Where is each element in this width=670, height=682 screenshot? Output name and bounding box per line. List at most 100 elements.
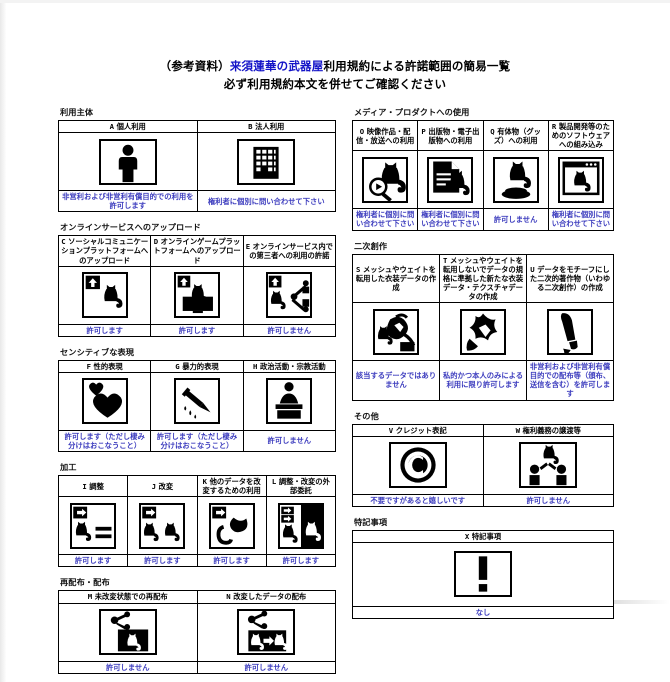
item-icon-cell-Q xyxy=(482,150,549,210)
item-icon-cell-X xyxy=(352,541,614,607)
transfer-people-icon xyxy=(519,442,578,489)
item-label: メッシュやウェイトを転用した衣装データの作成 xyxy=(355,264,437,292)
item-answer-H: 許可しません xyxy=(242,429,337,453)
item-answer-J: 許可します xyxy=(127,554,198,568)
document-title: （参考資料）来須蓮華の武器屋利用規約による許諾範囲の簡易一覧 必ず利用規約本文を… xyxy=(0,58,670,94)
answer-row: なし xyxy=(352,605,614,619)
title-line-1: （参考資料）来須蓮華の武器屋利用規約による許諾範囲の簡易一覧 xyxy=(0,58,670,76)
item-label: 調整・改変の外部委託 xyxy=(278,477,330,496)
item-header-G: G 暴力的表現 xyxy=(150,359,244,373)
item-code: U xyxy=(530,264,535,274)
item-header-P: P 出版物・電子出版物への利用 xyxy=(417,119,484,152)
item-header-N: N 改変したデータの配布 xyxy=(196,590,336,604)
item-header-H: H 政治活動・宗教活動 xyxy=(242,359,337,373)
item-header-T: T メッシュやウェイトを転用しないでデータの規格に準拠した新たな衣装データ・テク… xyxy=(439,253,527,304)
page-top-edge-shading xyxy=(0,0,670,3)
icon-row xyxy=(57,265,337,325)
item-label: メッシュやウェイトを転用しないでデータの規格に準拠した新たな衣装データ・テクスチ… xyxy=(442,255,524,301)
item-header-C: C ソーシャルコミュニケーションプラットフォームへのアップロード xyxy=(57,235,152,267)
item-answer-B: 権利者に個別に問い合わせて下さい xyxy=(196,190,336,213)
item-code: K xyxy=(202,477,208,487)
item-answer-Q: 許可しません xyxy=(482,208,549,231)
title-prefix: （参考資料） xyxy=(159,59,230,73)
item-code: J xyxy=(151,481,156,491)
answer-row: 許可します許可します許可しません xyxy=(57,323,337,337)
item-icon-cell-O xyxy=(351,150,419,210)
knife-blood-icon xyxy=(173,378,220,425)
item-answer-T: 私的かつ本人のみによる利用に限り許可します xyxy=(439,360,527,401)
item-label: 改変 xyxy=(158,481,174,491)
upload-share-cat-icon xyxy=(266,272,313,319)
item-header-A: A 個人利用 xyxy=(58,119,198,134)
item-code: L xyxy=(271,477,277,487)
item-label: オンラインゲームプラットフォームへのアップロード xyxy=(153,237,241,265)
item-answer-F: 許可します（ただし棲み分けはおこなうこと） xyxy=(57,429,152,453)
item-code: G xyxy=(175,361,180,371)
item-label: 改変したデータの配布 xyxy=(233,592,307,602)
share-cat-folder-icon xyxy=(98,609,157,656)
item-answer-G: 許可します（ただし棲み分けはおこなうこと） xyxy=(150,429,244,453)
icon-row xyxy=(352,541,614,607)
item-label: 法人利用 xyxy=(255,122,285,131)
item-label: オンラインサービス内での第三者への利用の許諾 xyxy=(249,241,333,260)
item-header-X: X 特記事項 xyxy=(352,529,614,543)
item-label: 映像作品・配信・放送への利用 xyxy=(355,126,415,145)
item-code: P xyxy=(421,126,426,136)
section-table: I 調整 J 改変 K 他のデータを改変するための利用 L 調整・改変の外部委託許可し… xyxy=(57,475,337,568)
item-header-U: U データをモチーフにした二次的著作物（いわゆる二次創作）の作成 xyxy=(526,253,614,304)
section-heading: 加工 xyxy=(60,462,77,473)
page-bottom-right-edge-shading xyxy=(600,600,670,604)
item-code: I xyxy=(82,481,87,491)
item-icon-cell-T xyxy=(439,302,527,362)
section-table: X 特記事項なし xyxy=(352,529,614,619)
icon-row xyxy=(352,435,614,495)
item-icon-cell-R xyxy=(547,150,615,210)
arrow-cat-equals-icon xyxy=(70,502,117,549)
item-code: O xyxy=(359,126,365,136)
item-answer-P: 権利者に個別に問い合わせて下さい xyxy=(417,208,484,231)
item-header-W: W 権利義務の譲渡等 xyxy=(482,423,614,437)
item-code: Q xyxy=(490,126,495,136)
title-line-2: 必ず利用規約本文を併せてご確認ください xyxy=(223,76,447,91)
brush-icon xyxy=(547,308,593,355)
copyright-icon xyxy=(388,442,447,489)
item-code: E xyxy=(245,241,251,251)
icon-row xyxy=(351,150,615,210)
item-icon-cell-W xyxy=(482,435,614,495)
play-cat-icon xyxy=(362,156,409,203)
item-answer-V: 不要ですがあると嬉しいです xyxy=(352,493,484,507)
item-header-B: B 法人利用 xyxy=(196,119,336,134)
item-label: 他のデータを改変するための利用 xyxy=(202,477,261,496)
item-label: 調整 xyxy=(89,481,104,491)
item-label: 個人利用 xyxy=(116,122,146,131)
section-heading: 利用主体 xyxy=(60,107,94,117)
title-accent: 来須蓮華の武器屋 xyxy=(229,59,324,73)
item-header-M: M 未改変状態での再配布 xyxy=(58,590,198,604)
item-header-D: D オンラインゲームプラットフォームへのアップロード xyxy=(150,235,244,267)
share-cat-arrow-cat-icon xyxy=(237,609,296,656)
upload-monitor-cat-icon xyxy=(173,272,220,319)
item-icon-cell-G xyxy=(150,371,244,431)
item-label: データをモチーフにした二次的著作物（いわゆる二次創作）の作成 xyxy=(529,264,611,292)
item-icon-cell-U xyxy=(526,302,614,362)
item-label: 権利義務の譲渡等 xyxy=(522,425,581,435)
item-code: B xyxy=(248,122,253,131)
section-4: 加工 I 調整 J 改変 K 他のデータを改変するための利用 L 調整・改変の外部委託許… xyxy=(57,461,337,568)
item-header-K: K 他のデータを改変するための利用 xyxy=(196,475,267,498)
item-label: クレジット表記 xyxy=(395,425,447,435)
arrow-two-cats-icon xyxy=(139,502,186,549)
item-label: 特記事項 xyxy=(471,531,502,541)
